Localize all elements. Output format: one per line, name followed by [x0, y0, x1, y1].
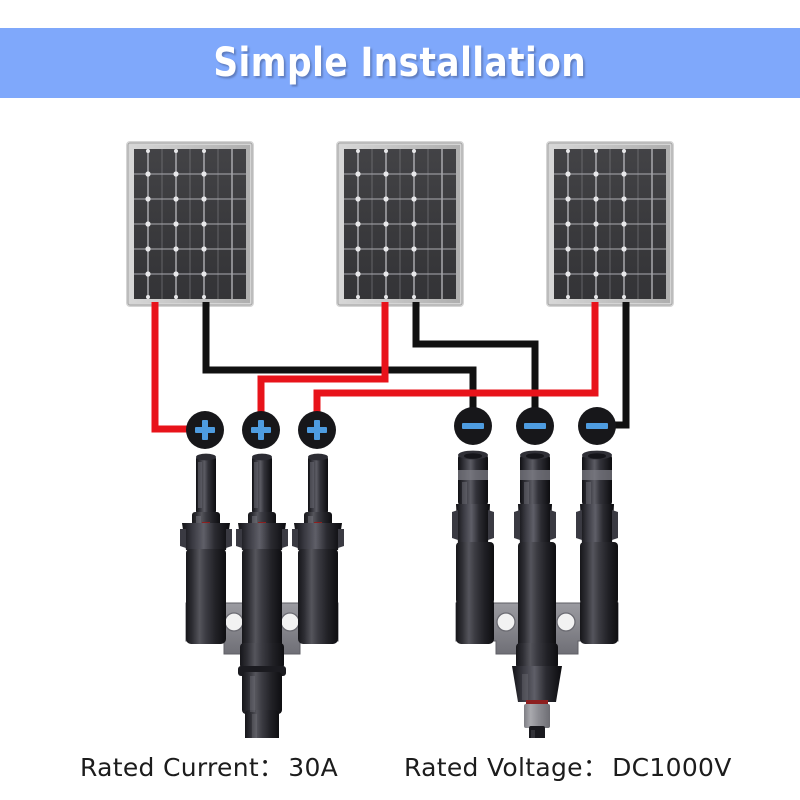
terminal-positive-2 — [242, 411, 280, 449]
positive-wires — [151, 302, 599, 433]
solar-panel-2 — [336, 141, 464, 307]
rated-voltage-spec: Rated Voltage：DC1000V — [404, 748, 732, 784]
wire-positive-panel-2 — [257, 302, 389, 424]
male-branch-output-stem — [238, 643, 286, 738]
male-branch-collars — [180, 523, 344, 550]
rated-voltage-label: Rated Voltage： — [404, 753, 609, 782]
branch-connector-female — [452, 450, 619, 738]
solar-panel-3 — [546, 141, 674, 307]
female-branch-output-stem — [512, 643, 562, 738]
wire-negative-panel-2 — [412, 302, 539, 424]
negative-wires — [202, 302, 630, 424]
rated-current-label: Rated Current： — [80, 753, 285, 782]
wire-negative-panel-1 — [202, 302, 477, 424]
wiring-diagram — [0, 98, 800, 738]
terminal-negative-3 — [578, 407, 616, 445]
terminal-badges — [186, 407, 616, 449]
branch-connector-male — [180, 453, 344, 738]
solar-panel-group — [126, 141, 674, 307]
female-branch-barrels — [456, 542, 618, 604]
rated-voltage-value: DC1000V — [612, 753, 732, 782]
rated-current-value: 30A — [288, 753, 339, 782]
male-branch-side-barrels — [186, 590, 338, 652]
negative-wire-panel-3-entry — [615, 302, 630, 429]
terminal-negative-1 — [454, 407, 492, 445]
wire-positive-panel-1 — [151, 302, 187, 433]
female-branch-collars — [452, 504, 618, 544]
terminal-negative-2 — [516, 407, 554, 445]
spec-row: Rated Current：30A Rated Voltage：DC1000V — [0, 748, 800, 792]
male-branch-pins — [192, 453, 332, 526]
wire-positive-panel-3 — [313, 302, 599, 424]
terminal-positive-1 — [186, 411, 224, 449]
male-branch-barrels — [186, 549, 338, 607]
female-branch-side-barrels — [456, 590, 618, 652]
header-banner: Simple Installation — [0, 28, 800, 98]
female-branch-sockets — [458, 450, 612, 506]
terminal-positive-3 — [298, 411, 336, 449]
solar-panel-1 — [126, 141, 254, 307]
rated-current-spec: Rated Current：30A — [80, 748, 338, 784]
page-title: Simple Installation — [213, 40, 587, 86]
